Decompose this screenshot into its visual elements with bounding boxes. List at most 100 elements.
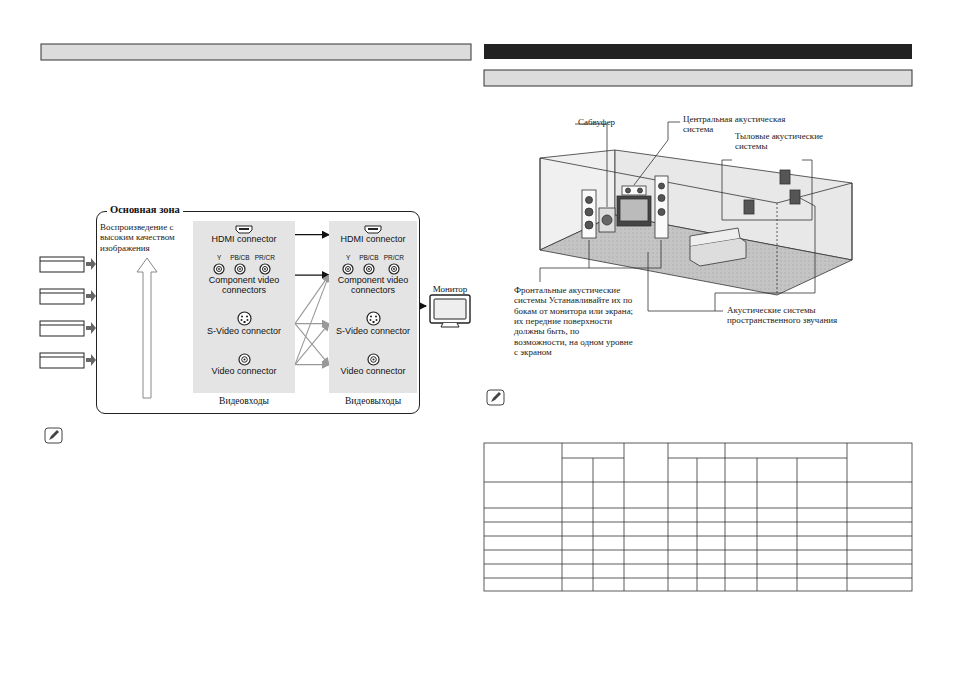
- signal-arrow: [295, 323, 329, 324]
- hdmi-icon: [364, 225, 382, 234]
- leader-line: [540, 240, 661, 282]
- pin-label: PB/CB: [230, 255, 250, 262]
- monitor-icon: [429, 294, 471, 328]
- front-speaker: [655, 176, 668, 238]
- note-icon: [487, 390, 504, 405]
- connector-box: HDMI connector: [329, 225, 417, 244]
- speaker-callout: Акустические системы пространственного з…: [727, 305, 857, 326]
- table-rule: [593, 458, 594, 591]
- device-box: [40, 321, 84, 336]
- device-line: [40, 325, 84, 326]
- monitor-box: Монитор: [426, 284, 474, 328]
- section-header-bar: [484, 44, 912, 59]
- rca-jack-icon: [259, 263, 271, 275]
- connector-name: Video connector: [194, 366, 294, 376]
- tv-screen: [620, 199, 648, 221]
- leader-bracket: [722, 160, 812, 220]
- device-line: [40, 293, 84, 294]
- device-box: [40, 353, 84, 368]
- table-rule: [757, 458, 758, 591]
- rear-speaker: [780, 170, 790, 184]
- connector-name: S-Video connector: [194, 326, 294, 336]
- rca-jack-icon: [342, 263, 354, 275]
- connector-name: Component video connectors: [194, 275, 294, 296]
- section-header-bar: [41, 44, 471, 60]
- pin-label: PR/CR: [255, 255, 275, 262]
- signal-arrow: [295, 274, 329, 275]
- signal-arrow: [295, 324, 329, 365]
- table-rule: [725, 443, 726, 591]
- sofa-back: [690, 228, 740, 246]
- source-devices: [40, 257, 84, 368]
- speaker-cone: [626, 188, 631, 193]
- s-video-icon: [366, 311, 381, 326]
- connector-name: HDMI connector: [330, 234, 416, 244]
- connector-name: Component video connectors: [330, 275, 416, 296]
- section-header-bar: [484, 70, 912, 86]
- device-line: [40, 261, 84, 262]
- zone-heading: Основная зона: [107, 204, 183, 215]
- connector-name: Video connector: [330, 366, 416, 376]
- table-rule: [484, 522, 912, 523]
- pin-label: PR/CR: [384, 255, 404, 262]
- connector-box: Y PB/CB PR/CR Component video connectors: [193, 255, 295, 295]
- center-speaker: [622, 186, 646, 195]
- block-arrow: [86, 290, 96, 302]
- leader-line: [589, 240, 590, 268]
- pin-label: PB/CB: [359, 255, 379, 262]
- room-edge: [777, 203, 778, 295]
- signal-arrow: [420, 305, 426, 306]
- table-rule: [484, 536, 912, 537]
- pin-label: Y: [217, 255, 221, 262]
- room-edge: [852, 183, 853, 260]
- connector-box: Video connector: [193, 353, 295, 376]
- connector-box: S-Video connector: [193, 311, 295, 336]
- jack-cell: Y: [342, 255, 354, 275]
- speaker-cone: [659, 183, 665, 189]
- table-grid: [484, 443, 912, 591]
- connector-box: Y PB/CB PR/CR Component video connectors: [329, 255, 417, 295]
- block-arrow: [86, 258, 96, 270]
- table-rule: [847, 443, 848, 591]
- quality-note: Воспроизведение с высоким качеством изоб…: [100, 222, 192, 253]
- room-edge: [540, 158, 541, 250]
- speaker-callout: Сабвуфер: [578, 117, 658, 127]
- connector-name: HDMI connector: [194, 234, 294, 244]
- rca-jack-icon: [363, 263, 375, 275]
- signal-arrow: [295, 234, 329, 235]
- jack-row: Y PB/CB PR/CR: [194, 255, 294, 275]
- panel-caption: Видеовыходы: [323, 396, 423, 406]
- signal-arrow: [295, 364, 329, 365]
- table-rule: [668, 443, 669, 591]
- jack-cell: Y: [213, 255, 225, 275]
- connector-name: S-Video connector: [330, 326, 416, 336]
- speaker-callout: Тыловые акустические системы: [735, 131, 847, 152]
- table-rule: [624, 443, 625, 591]
- room-illustration: [540, 150, 852, 295]
- leader-lines: [540, 122, 815, 311]
- signal-arrow: [295, 324, 329, 365]
- speaker-cone: [658, 195, 665, 202]
- table-rule: [484, 508, 912, 509]
- jack-cell: PR/CR: [255, 255, 275, 275]
- leader-line: [648, 252, 723, 311]
- table-rule: [484, 564, 912, 565]
- connector-box: Video connector: [329, 353, 417, 376]
- speaker-cone: [585, 221, 593, 229]
- leader-line: [715, 198, 815, 311]
- video-jack-icon: [367, 353, 380, 366]
- rca-jack-icon: [388, 263, 400, 275]
- hdmi-icon: [235, 225, 253, 234]
- front-speaker: [582, 190, 596, 238]
- speaker-cone: [602, 215, 612, 225]
- pin-label: Y: [346, 255, 350, 262]
- table-rule: [668, 458, 847, 459]
- jack-row: Y PB/CB PR/CR: [330, 255, 416, 275]
- panel-caption: Видеовходы: [187, 396, 301, 406]
- monitor-label: Монитор: [426, 284, 474, 294]
- jack-cell: PB/CB: [230, 255, 250, 275]
- note-icon: [45, 428, 62, 443]
